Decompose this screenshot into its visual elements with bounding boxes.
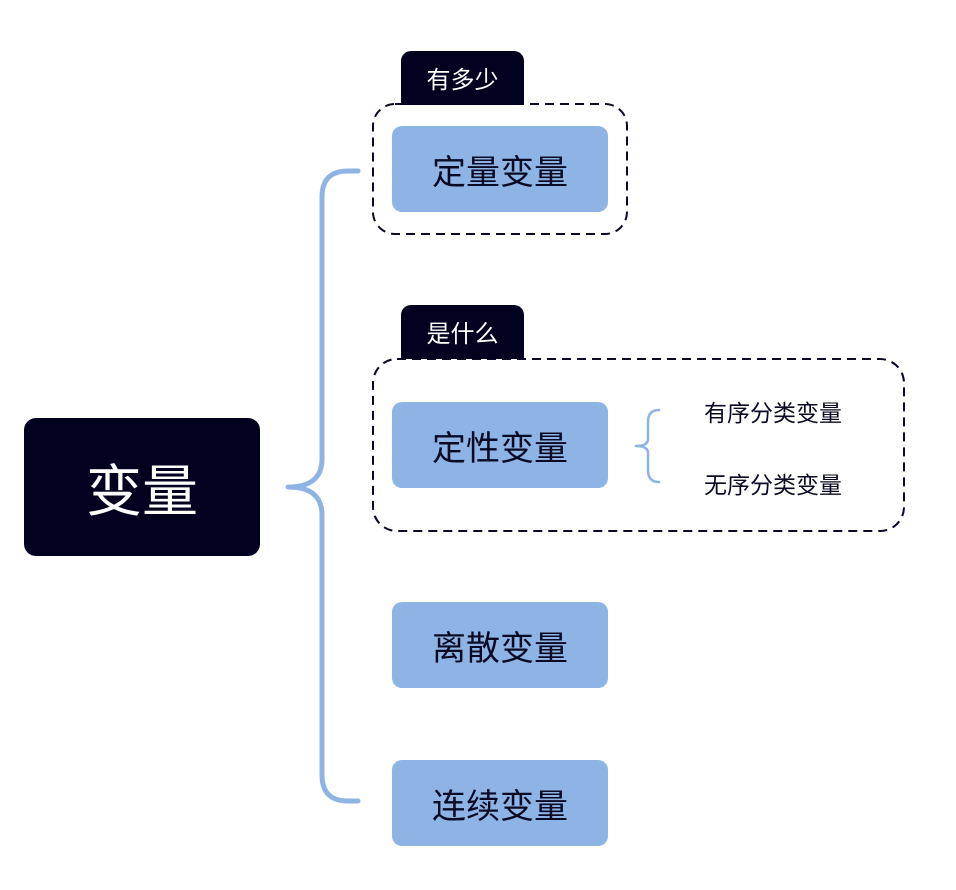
qualitative-sub-brace bbox=[634, 408, 661, 484]
leaf-ordinal-categorical: 有序分类变量 bbox=[704, 401, 842, 427]
main-brace-connector bbox=[285, 168, 361, 804]
tag-how-much: 有多少 bbox=[401, 51, 524, 105]
qualitative-dashed-group bbox=[372, 358, 905, 532]
node-continuous-variable: 连续变量 bbox=[392, 760, 608, 846]
root-node-variable: 变量 bbox=[24, 418, 260, 556]
node-quantitative-variable: 定量变量 bbox=[392, 126, 608, 212]
leaf-nominal-categorical: 无序分类变量 bbox=[704, 473, 842, 499]
tag-what-is: 是什么 bbox=[401, 305, 524, 359]
node-discrete-variable: 离散变量 bbox=[392, 602, 608, 688]
node-qualitative-variable: 定性变量 bbox=[392, 402, 608, 488]
